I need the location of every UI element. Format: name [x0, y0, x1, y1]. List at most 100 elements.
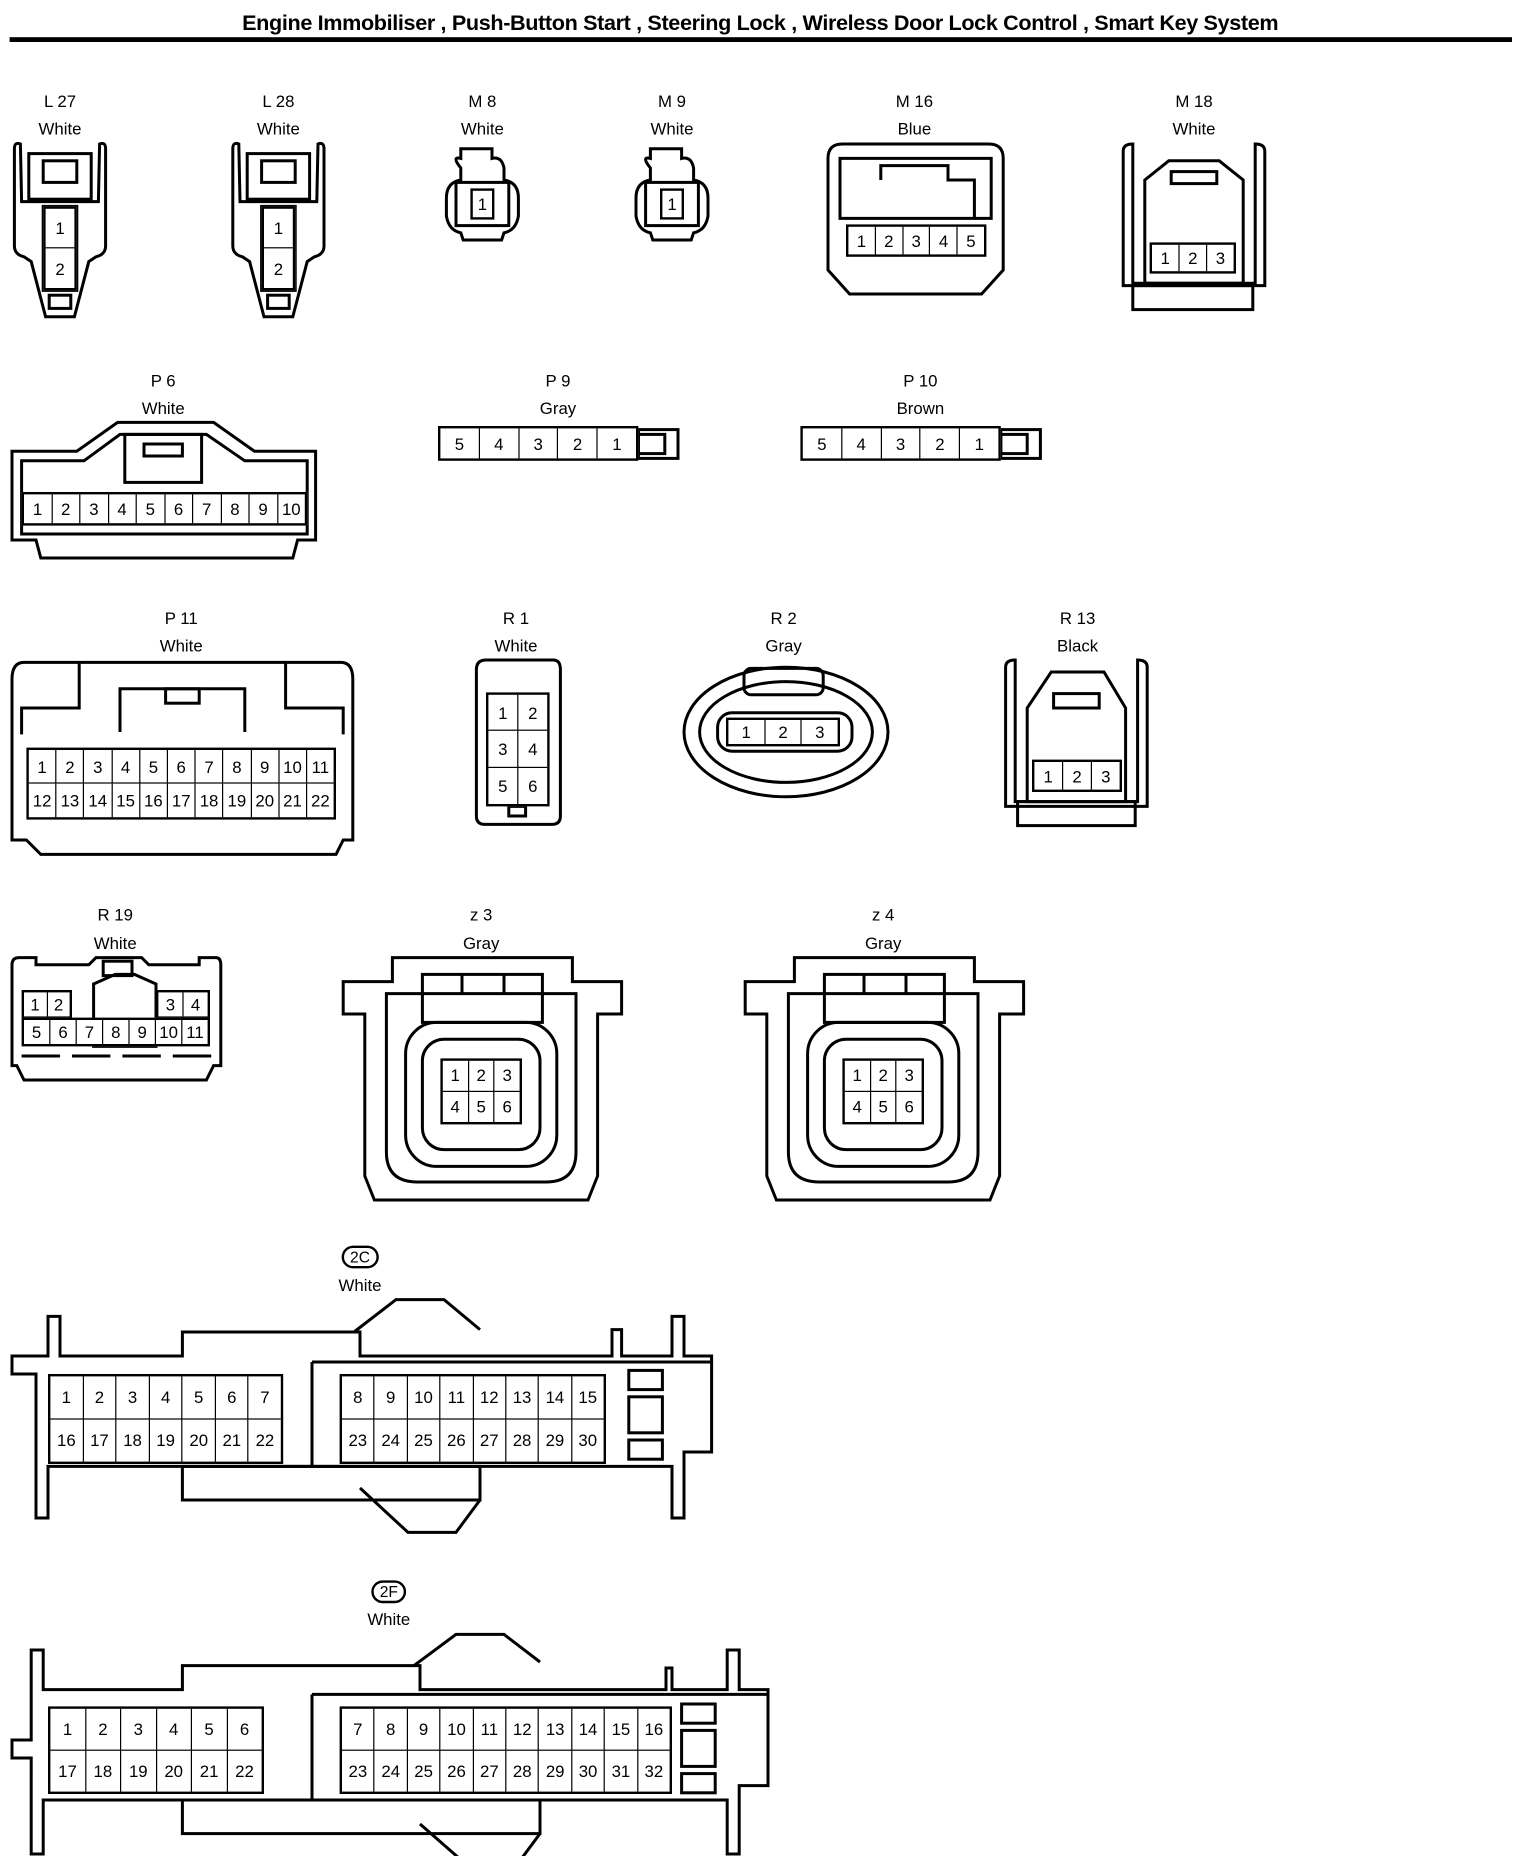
connector-color-p9: Gray: [539, 398, 577, 418]
pin-5: 5: [24, 1020, 51, 1044]
pin-1: 1: [477, 194, 488, 214]
pin-15: 15: [605, 1708, 638, 1751]
pins-m8: 1: [470, 188, 495, 220]
connector-id-2c: 2C: [341, 1245, 379, 1269]
connector-color-r2: Gray: [765, 636, 802, 656]
pin-6: 6: [167, 750, 196, 784]
pin-6: 6: [50, 1020, 77, 1044]
connector-outline-p10: [999, 428, 1042, 460]
pin-6: 6: [215, 1376, 249, 1419]
connector-color-m9: White: [650, 118, 694, 138]
pin-23: 23: [342, 1750, 375, 1792]
pin-19: 19: [150, 1419, 183, 1462]
pin-19: 19: [121, 1750, 157, 1792]
pin-2: 2: [518, 695, 548, 732]
pin-14: 14: [84, 783, 113, 818]
pin-26: 26: [441, 1750, 474, 1792]
connector-id-z4: z 4: [871, 904, 895, 925]
connector-outline-r2: [682, 665, 890, 799]
connector-id-z3: z 3: [469, 904, 493, 925]
pin-2: 2: [52, 494, 81, 524]
pin-10: 10: [407, 1376, 441, 1419]
pin-3: 3: [882, 428, 921, 459]
pin-11: 11: [473, 1708, 507, 1751]
connector-id-p11: P 11: [164, 608, 198, 628]
pin-1: 1: [24, 992, 48, 1017]
pin-3: 3: [84, 750, 113, 784]
pin-17: 17: [168, 783, 196, 818]
pins-m9: 1: [660, 188, 684, 220]
pin-4: 4: [930, 226, 958, 255]
pin-14: 14: [539, 1376, 572, 1419]
connector-outline-z3: [341, 956, 624, 1202]
pin-3: 3: [1215, 248, 1226, 268]
pin-1: 1: [844, 1060, 871, 1092]
pin-row: 1: [473, 191, 492, 217]
connector-color-r1: White: [494, 636, 538, 656]
pin-2: 2: [1063, 762, 1092, 790]
connector-id-r13: R 13: [1059, 608, 1096, 628]
pin-28: 28: [506, 1750, 540, 1792]
pin-1: 1: [488, 694, 519, 732]
pin-1: 1: [974, 433, 984, 454]
pin-2: 2: [55, 258, 65, 278]
pin-1: 1: [1034, 762, 1064, 790]
pin-7: 7: [342, 1708, 375, 1751]
pin-9: 9: [374, 1376, 408, 1419]
pin-8: 8: [374, 1708, 408, 1751]
pin-4: 4: [156, 1708, 192, 1751]
pin-1: 1: [728, 720, 766, 744]
pin-1: 1: [667, 194, 677, 214]
pin-14: 14: [572, 1708, 606, 1751]
pin-2: 2: [870, 1060, 897, 1092]
pin-6: 6: [502, 1097, 512, 1117]
pin-2: 2: [765, 720, 803, 744]
pin-20: 20: [157, 1750, 192, 1792]
pin-4: 4: [149, 1376, 183, 1419]
pin-8: 8: [223, 750, 252, 784]
connector-id-p9: P 9: [545, 370, 571, 391]
pin-4: 4: [112, 750, 141, 784]
pin-32: 32: [644, 1761, 664, 1781]
pin-5: 5: [440, 428, 480, 459]
pin-21: 21: [192, 1750, 228, 1792]
pin-10: 10: [440, 1708, 474, 1751]
connector-outline-m18: [1121, 142, 1267, 312]
pin-12: 12: [473, 1376, 507, 1419]
connector-outline-2f: [10, 1632, 770, 1856]
pin-11: 11: [440, 1376, 474, 1419]
pin-27: 27: [473, 1419, 507, 1462]
pin-1: 1: [28, 750, 57, 784]
connector-id-l27: L 27: [43, 91, 77, 111]
connector-outline-l27: [12, 141, 108, 319]
connector-outline-p9: [636, 428, 680, 460]
pin-31: 31: [605, 1750, 638, 1792]
pin-2: 2: [53, 994, 64, 1015]
pin-26: 26: [441, 1419, 474, 1462]
pin-2: 2: [83, 1376, 117, 1419]
connector-outline-r1: [474, 658, 562, 826]
connector-id-l28: L 28: [262, 91, 295, 111]
pin-5: 5: [803, 428, 843, 459]
pin-7: 7: [193, 494, 222, 524]
connector-outline-m8: [444, 147, 520, 242]
connector-id-m9: M 9: [657, 91, 687, 111]
pin-30: 30: [578, 1430, 598, 1450]
pin-28: 28: [506, 1419, 540, 1462]
